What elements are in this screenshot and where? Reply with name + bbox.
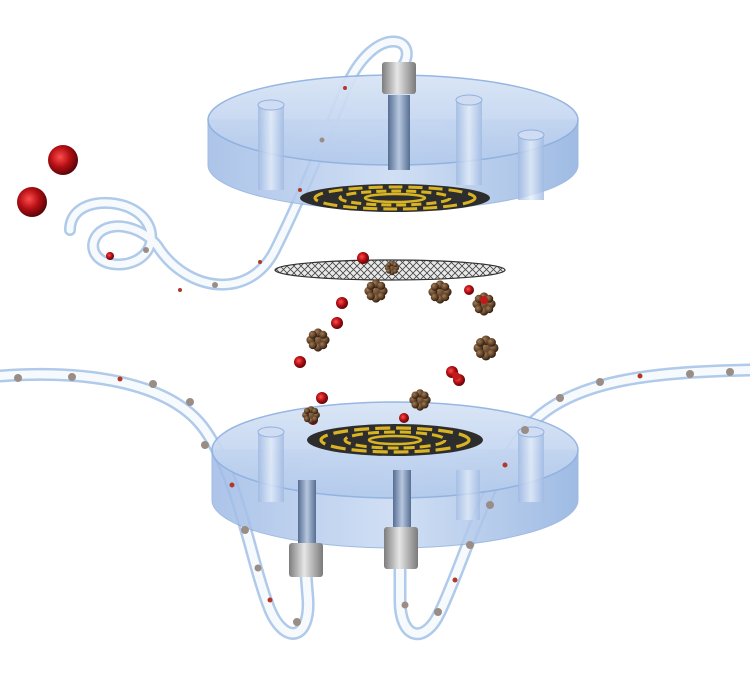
- tube-fitting-icon: [382, 62, 416, 94]
- bolt-hole: [456, 470, 480, 520]
- spiral-electrode-icon: [307, 424, 483, 456]
- red-blood-cell-icon: [452, 372, 460, 380]
- suspended-particle: [201, 441, 209, 449]
- red-blood-cell-icon: [399, 413, 409, 423]
- suspended-particle: [502, 462, 508, 468]
- red-blood-cell-icon: [48, 145, 78, 175]
- red-blood-cell-icon: [294, 356, 306, 368]
- suspended-particle: [258, 260, 262, 264]
- particle-aggregate-icon: [428, 280, 452, 304]
- bolt-hole: [518, 432, 544, 502]
- red-blood-cell-icon: [17, 187, 47, 217]
- suspended-particle: [452, 577, 458, 583]
- suspended-particle: [686, 370, 694, 378]
- red-blood-cell-icon: [357, 252, 369, 264]
- bolt-hole: [518, 135, 544, 200]
- suspended-particle: [14, 374, 22, 382]
- suspended-particle: [298, 188, 302, 192]
- screw: [388, 95, 410, 170]
- tube-fitting-icon: [289, 543, 323, 577]
- red-blood-cell-icon: [480, 296, 488, 304]
- red-blood-cell-icon: [464, 285, 474, 295]
- suspended-particle: [149, 380, 157, 388]
- lower-chamber-disk: [211, 401, 579, 577]
- suspended-particle: [556, 394, 564, 402]
- suspended-particle: [401, 601, 409, 609]
- suspended-particle: [117, 376, 123, 382]
- suspended-particle: [319, 137, 325, 143]
- particle-aggregate-icon: [306, 328, 330, 352]
- upper-chamber-disk: [207, 62, 579, 212]
- tubing: [0, 35, 750, 641]
- suspended-particle: [466, 541, 474, 549]
- red-blood-cell-icon: [331, 317, 343, 329]
- suspended-particle: [241, 526, 249, 534]
- suspended-particle: [637, 373, 643, 379]
- suspended-particle: [434, 608, 442, 616]
- screw: [298, 480, 316, 545]
- bolt-hole: [258, 105, 284, 190]
- bolt-hole: [258, 432, 284, 502]
- suspended-particle: [186, 398, 194, 406]
- particle-aggregate-icon: [364, 279, 388, 303]
- suspended-particle: [293, 618, 301, 626]
- spiral-electrode-icon: [300, 184, 490, 212]
- suspended-particle: [254, 564, 262, 572]
- suspended-particle: [486, 501, 494, 509]
- tube-fitting-icon: [384, 527, 418, 569]
- particle-aggregate-icon: [302, 406, 320, 424]
- suspended-particle: [521, 426, 529, 434]
- suspended-particle: [726, 368, 734, 376]
- particles-layer: [14, 86, 734, 626]
- particle-aggregate-icon: [473, 335, 499, 361]
- suspended-particle: [229, 482, 235, 488]
- screw: [393, 470, 411, 530]
- suspended-particle: [212, 282, 218, 288]
- red-blood-cell-icon: [106, 252, 114, 260]
- red-blood-cell-icon: [316, 392, 328, 404]
- bolt-hole: [456, 100, 482, 185]
- suspended-particle: [596, 378, 604, 386]
- suspended-particle: [68, 373, 76, 381]
- suspended-particle: [343, 86, 347, 90]
- suspended-particle: [267, 597, 273, 603]
- particle-aggregate-icon: [384, 260, 400, 276]
- suspended-particle: [178, 288, 182, 292]
- suspended-particle: [143, 247, 149, 253]
- red-blood-cell-icon: [336, 297, 348, 309]
- particle-aggregate-icon: [409, 389, 431, 411]
